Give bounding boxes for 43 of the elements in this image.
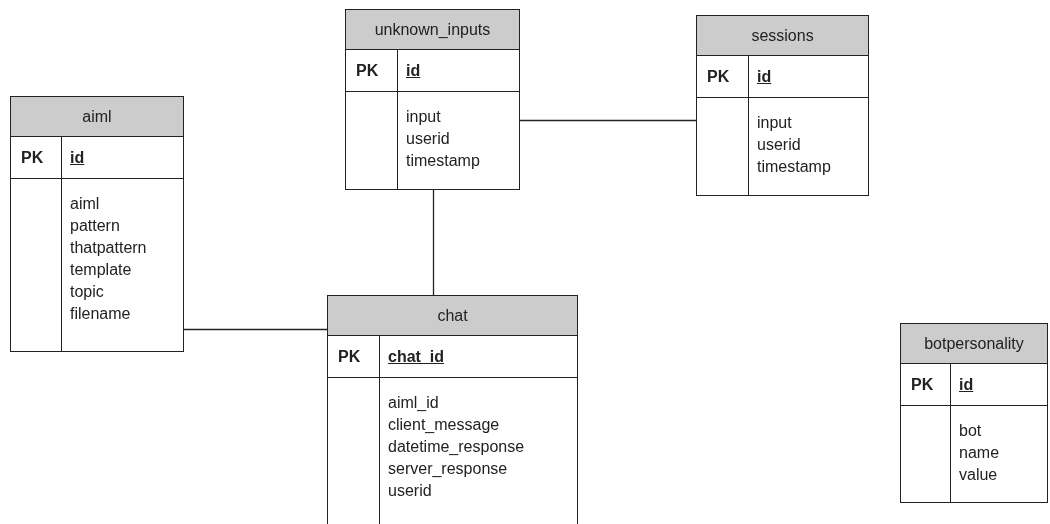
field-name: userid	[757, 135, 802, 155]
key-field: id	[70, 145, 85, 170]
table-name: aiml	[82, 106, 112, 127]
relationship-line	[432, 189, 435, 296]
field-name: timestamp	[406, 151, 480, 171]
relationship-line	[183, 328, 328, 331]
entity-table	[10, 96, 184, 352]
primary-key-label: PK	[338, 346, 361, 367]
field-name: input	[406, 107, 442, 127]
table-name: chat	[437, 305, 468, 326]
field-name: thatpattern	[70, 238, 147, 258]
field-name: filename	[70, 304, 132, 324]
table-name: botpersonality	[924, 333, 1024, 354]
field-name: input	[757, 113, 793, 133]
field-name: value	[959, 465, 999, 485]
field-name: client_message	[388, 415, 501, 435]
key-field: id	[959, 372, 974, 397]
field-name: topic	[70, 282, 105, 302]
relationship-line	[519, 119, 697, 122]
field-name: template	[70, 260, 133, 280]
field-name: datetime_response	[388, 437, 525, 457]
primary-key-label: PK	[707, 66, 730, 87]
field-name: bot	[959, 421, 983, 441]
table-name: sessions	[751, 25, 814, 46]
entity-table	[696, 15, 869, 196]
field-name: aiml_id	[388, 393, 440, 413]
entity-table	[900, 323, 1048, 503]
primary-key-label: PK	[21, 147, 44, 168]
key-field: chat_id	[388, 344, 444, 369]
field-name: pattern	[70, 216, 121, 236]
field-name: userid	[388, 481, 433, 501]
primary-key-label: PK	[356, 60, 379, 81]
primary-key-label: PK	[911, 374, 934, 395]
key-field: id	[406, 58, 421, 83]
field-name: userid	[406, 129, 451, 149]
entity-table	[327, 295, 578, 524]
field-name: name	[959, 443, 1000, 463]
field-name: server_response	[388, 459, 509, 479]
field-name: aiml	[70, 194, 101, 214]
key-field: id	[757, 64, 772, 89]
entity-table	[345, 9, 520, 190]
table-name: unknown_inputs	[374, 19, 491, 40]
field-name: timestamp	[757, 157, 831, 177]
